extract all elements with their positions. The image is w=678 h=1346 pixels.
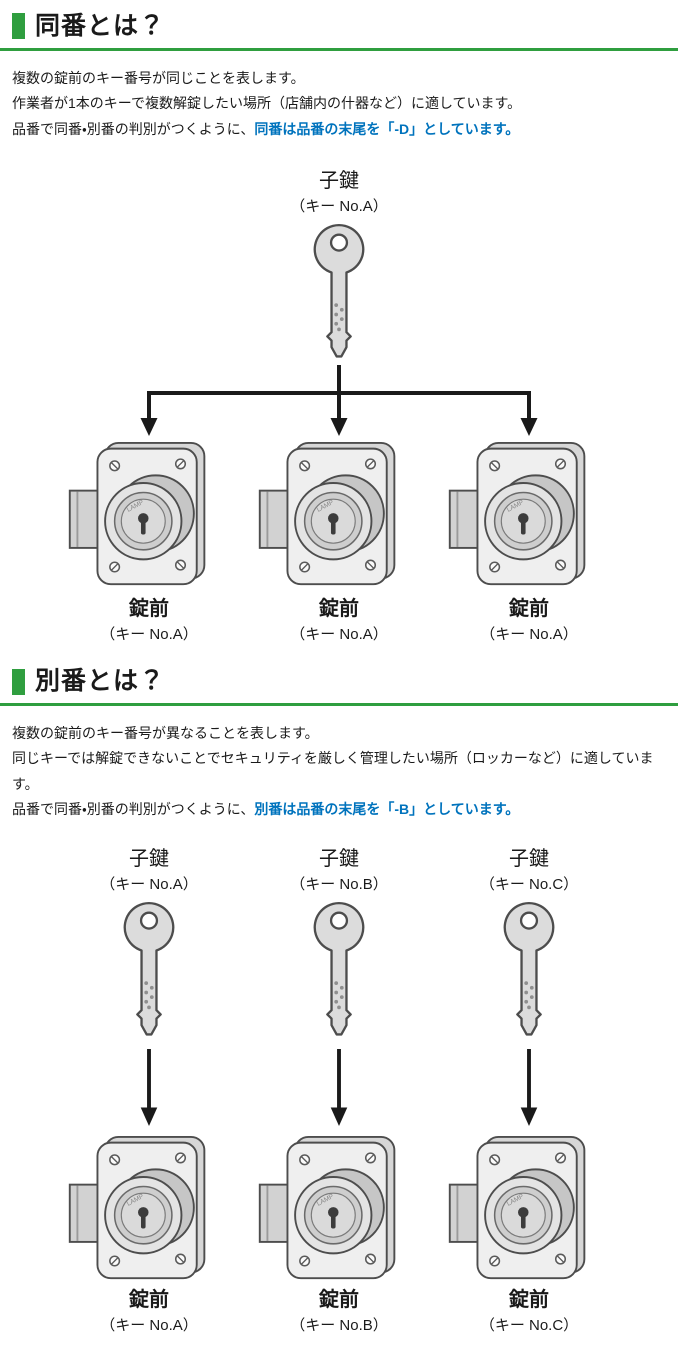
key-lock-pair: 子鍵 （キー No.C） 錠前 （キー No.C） <box>434 847 624 1336</box>
key-icon <box>309 223 369 363</box>
section-douban-header: 同番とは？ <box>0 8 678 51</box>
lock-icon <box>255 1133 423 1284</box>
green-bullet-icon <box>12 13 25 40</box>
text-line: 複数の錠前のキー番号が同じことを表します。 <box>12 69 305 86</box>
key-lock-pair: 子鍵 （キー No.A） 錠前 （キー No.A） <box>54 847 244 1336</box>
lock-figure: 錠前 （キー No.A） <box>54 439 244 645</box>
text-line: 品番で同番・別番の判別がつくように、別番は品番の末尾を「-B」としています。 <box>12 797 666 822</box>
text-line: 複数の錠前のキー番号が異なることを表します。 <box>12 724 319 741</box>
lock-key-number: （キー No.A） <box>100 1316 198 1334</box>
down-arrow-icon <box>140 1048 158 1126</box>
lock-icon <box>65 1133 233 1284</box>
lock-key-number: （キー No.B） <box>290 1316 388 1334</box>
note-highlight: 別番は品番の末尾を「-B」としています。 <box>254 801 520 818</box>
douban-diagram: 子鍵 （キー No.A） <box>54 168 624 645</box>
key-number: （キー No.B） <box>290 875 388 893</box>
lock-key-number: （キー No.A） <box>480 626 578 644</box>
lock-figure: 錠前 （キー No.A） <box>244 439 434 645</box>
lock-label: 錠前 <box>129 598 169 621</box>
lock-icon <box>65 439 233 590</box>
betsuban-diagram: 子鍵 （キー No.A） 錠前 （キー No.A） 子鍵 （キー No.B） <box>54 847 624 1336</box>
lock-key-number: （キー No.A） <box>100 626 198 644</box>
note-prefix: 品番で同番・別番の判別がつくように、 <box>12 801 255 818</box>
key-number: （キー No.A） <box>290 198 388 216</box>
green-bullet-icon <box>12 668 25 695</box>
lock-icon <box>445 1133 613 1284</box>
text-line: 同じキーでは解錠できないことでセキュリティを厳しく管理したい場所（ロッカーなど）… <box>12 750 654 792</box>
note-highlight: 同番は品番の末尾を「-D」としています。 <box>254 120 520 137</box>
key-icon <box>499 901 559 1041</box>
key-label: 子鍵 <box>319 170 359 193</box>
section-betsuban-paragraph: 複数の錠前のキー番号が異なることを表します。 同じキーでは解錠できないことでセキ… <box>12 721 666 823</box>
lock-label: 錠前 <box>129 1288 169 1311</box>
section-douban-title: 同番とは？ <box>35 12 166 40</box>
down-arrow-icon <box>520 1048 538 1126</box>
key-number: （キー No.C） <box>479 875 579 893</box>
key-lock-pair: 子鍵 （キー No.B） 錠前 （キー No.B） <box>244 847 434 1336</box>
locks-row: 錠前 （キー No.A） 錠前 （キー No.A） 錠前 （キー No.A） <box>54 439 624 645</box>
lock-icon <box>255 439 423 590</box>
lock-label: 錠前 <box>319 1288 359 1311</box>
note-prefix: 品番で同番・別番の判別がつくように、 <box>12 120 255 137</box>
master-key-figure: 子鍵 （キー No.A） <box>54 168 624 363</box>
down-arrow-icon <box>330 1048 348 1126</box>
section-douban-paragraph: 複数の錠前のキー番号が同じことを表します。 作業者が1本のキーで複数解錠したい場… <box>12 66 666 142</box>
lock-key-number: （キー No.C） <box>479 1316 579 1334</box>
key-label: 子鍵 <box>129 847 169 870</box>
key-label: 子鍵 <box>509 847 549 870</box>
section-betsuban: 別番とは？ 複数の錠前のキー番号が異なることを表します。 同じキーでは解錠できな… <box>0 663 678 1336</box>
section-betsuban-header: 別番とは？ <box>0 663 678 706</box>
key-label: 子鍵 <box>319 847 359 870</box>
key-icon <box>309 901 369 1041</box>
lock-label: 錠前 <box>319 598 359 621</box>
section-betsuban-title: 別番とは？ <box>35 667 166 696</box>
text-line: 品番で同番・別番の判別がつくように、同番は品番の末尾を「-D」としています。 <box>12 117 666 142</box>
lock-icon <box>445 439 613 590</box>
key-icon <box>119 901 179 1041</box>
section-douban: 同番とは？ 複数の錠前のキー番号が同じことを表します。 作業者が1本のキーで複数… <box>0 8 678 645</box>
branch-arrows-icon <box>140 365 538 437</box>
lock-key-number: （キー No.A） <box>290 626 388 644</box>
key-number: （キー No.A） <box>100 875 198 893</box>
lock-figure: 錠前 （キー No.A） <box>434 439 624 645</box>
lock-label: 錠前 <box>509 598 549 621</box>
text-line: 作業者が1本のキーで複数解錠したい場所（店舗内の什器など）に適しています。 <box>12 95 522 112</box>
lock-label: 錠前 <box>509 1288 549 1311</box>
